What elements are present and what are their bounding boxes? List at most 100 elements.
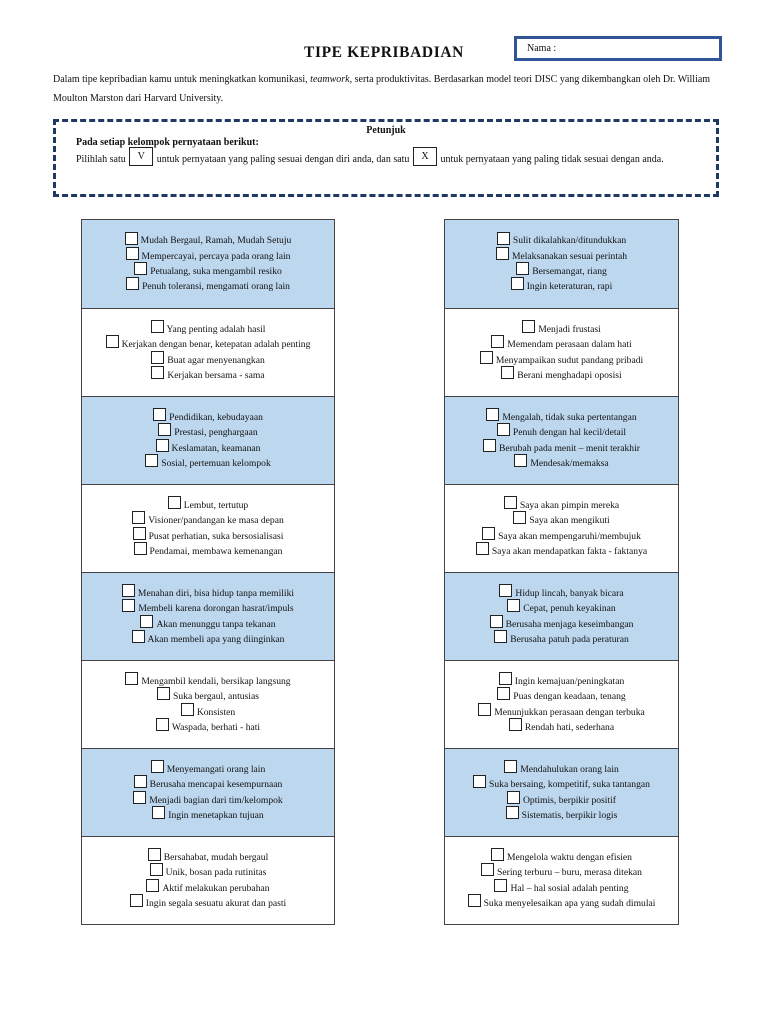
statement-checkbox[interactable] bbox=[505, 805, 519, 819]
statement-checkbox[interactable] bbox=[479, 350, 493, 364]
statement-checkbox[interactable] bbox=[146, 878, 160, 892]
statement-checkbox[interactable] bbox=[498, 672, 512, 686]
statement-checkbox[interactable] bbox=[497, 687, 511, 701]
statement-checkbox[interactable] bbox=[153, 408, 167, 422]
statement-checkbox[interactable] bbox=[150, 760, 164, 774]
statement-checkbox[interactable] bbox=[132, 511, 146, 525]
statement-checkbox[interactable] bbox=[499, 584, 513, 598]
statement-text: Menyemangati orang lain bbox=[166, 763, 266, 775]
statement-checkbox[interactable] bbox=[129, 893, 143, 907]
statement-checkbox[interactable] bbox=[133, 790, 147, 804]
statement-checkbox[interactable] bbox=[125, 246, 139, 260]
statement-item: Aktif melakukan perubahan bbox=[146, 878, 270, 896]
statement-item: Sering terburu – buru, merasa ditekan bbox=[481, 863, 642, 880]
statement-item: Membeli karena dorongan hasrat/impuls bbox=[122, 599, 294, 616]
statement-checkbox[interactable] bbox=[514, 453, 528, 467]
statement-text: Sulit dikalahkan/ditundukkan bbox=[512, 235, 627, 247]
statement-item: Visioner/pandangan ke masa depan bbox=[132, 511, 284, 528]
statement-checkbox[interactable] bbox=[504, 760, 518, 774]
statement-checkbox[interactable] bbox=[124, 231, 138, 245]
statement-checkbox[interactable] bbox=[510, 277, 524, 291]
statement-checkbox[interactable] bbox=[150, 320, 164, 334]
statement-checkbox[interactable] bbox=[496, 231, 510, 245]
statement-checkbox[interactable] bbox=[489, 614, 503, 628]
statement-item: Pendidikan, kebudayaan bbox=[153, 408, 263, 425]
statement-text: Sering terburu – buru, merasa ditekan bbox=[497, 867, 642, 879]
statement-text: Menunjukkan perasaan dengan terbuka bbox=[494, 706, 645, 718]
statement-text: Keslamatan, keamanan bbox=[171, 442, 261, 454]
statement-checkbox[interactable] bbox=[145, 453, 159, 467]
statement-checkbox[interactable] bbox=[516, 262, 530, 276]
statement-checkbox[interactable] bbox=[473, 775, 487, 789]
statement-checkbox[interactable] bbox=[475, 541, 489, 555]
statement-checkbox[interactable] bbox=[494, 629, 508, 643]
statement-checkbox[interactable] bbox=[478, 702, 492, 716]
statement-checkbox[interactable] bbox=[522, 320, 536, 334]
statement-checkbox[interactable] bbox=[491, 335, 505, 349]
statement-item: Sulit dikalahkan/ditundukkan bbox=[496, 231, 627, 248]
statement-text: Melaksanakan sesuai perintah bbox=[511, 250, 628, 262]
statement-checkbox[interactable] bbox=[121, 584, 135, 598]
statement-text: Yang penting adalah hasil bbox=[166, 323, 266, 335]
statement-checkbox[interactable] bbox=[180, 702, 194, 716]
statement-checkbox[interactable] bbox=[140, 614, 154, 628]
intro-text-end: , serta produktivitas. Berdasarkan model… bbox=[53, 74, 711, 104]
statement-checkbox[interactable] bbox=[133, 541, 147, 555]
statement-item: Akan menunggu tanpa tekanan bbox=[140, 614, 276, 632]
statement-text: Saya akan pimpin mereka bbox=[519, 499, 620, 511]
statement-checkbox[interactable] bbox=[152, 805, 166, 819]
statement-text: Hal – hal sosial adalah penting bbox=[510, 882, 629, 894]
statement-text: Ingin menetapkan tujuan bbox=[168, 809, 264, 821]
statement-checkbox[interactable] bbox=[482, 526, 496, 540]
statement-text: Menjadi frustasi bbox=[538, 323, 601, 335]
statement-checkbox[interactable] bbox=[151, 365, 165, 379]
statement-checkbox[interactable] bbox=[126, 277, 140, 291]
statement-item: Penuh toleransi, mengamati orang lain bbox=[126, 277, 290, 294]
statement-item: Menjadi bagian dari tim/kelompok bbox=[133, 790, 283, 808]
statement-checkbox[interactable] bbox=[494, 878, 508, 892]
statement-checkbox[interactable] bbox=[122, 599, 136, 613]
statement-checkbox[interactable] bbox=[132, 526, 146, 540]
statement-checkbox[interactable] bbox=[133, 775, 147, 789]
statement-checkbox[interactable] bbox=[501, 365, 515, 379]
statement-checkbox[interactable] bbox=[467, 893, 481, 907]
statement-item: Menahan diri, bisa hidup tanpa memiliki bbox=[121, 584, 294, 601]
statement-checkbox[interactable] bbox=[158, 423, 172, 437]
statement-checkbox[interactable] bbox=[491, 848, 505, 862]
instructions-heading: Petunjuk bbox=[366, 125, 406, 136]
statement-text: Akan menunggu tanpa tekanan bbox=[156, 618, 276, 630]
statement-checkbox[interactable] bbox=[149, 863, 163, 877]
statement-checkbox[interactable] bbox=[157, 687, 171, 701]
statement-checkbox[interactable] bbox=[503, 496, 517, 510]
instructions-text-1: Pilihlah satu bbox=[76, 153, 126, 165]
statement-checkbox[interactable] bbox=[125, 672, 139, 686]
statement-checkbox[interactable] bbox=[105, 335, 119, 349]
statement-checkbox[interactable] bbox=[483, 438, 497, 452]
statement-item: Ingin keteraturan, rapi bbox=[510, 277, 612, 294]
statement-checkbox[interactable] bbox=[495, 246, 509, 260]
statement-text: Berubah pada menit – menit terakhir bbox=[499, 442, 640, 454]
statement-checkbox[interactable] bbox=[147, 848, 161, 862]
statement-checkbox[interactable] bbox=[131, 629, 145, 643]
statement-checkbox[interactable] bbox=[155, 717, 169, 731]
statement-checkbox[interactable] bbox=[134, 262, 148, 276]
name-label: Nama : bbox=[527, 43, 557, 54]
statement-checkbox[interactable] bbox=[506, 790, 520, 804]
statement-checkbox[interactable] bbox=[513, 511, 527, 525]
name-field[interactable]: Nama : bbox=[514, 36, 722, 61]
statement-text: Pusat perhatian, suka bersosialisasi bbox=[148, 530, 284, 542]
statement-item: Lembut, tertutup bbox=[167, 496, 248, 513]
statement-checkbox[interactable] bbox=[481, 863, 495, 877]
statement-checkbox[interactable] bbox=[507, 599, 521, 613]
statement-item: Saya akan mendapatkan fakta - faktanya bbox=[475, 541, 647, 559]
statement-checkbox[interactable] bbox=[496, 423, 510, 437]
statement-item: Berusaha mencapai kesempurnaan bbox=[133, 775, 282, 792]
statement-checkbox[interactable] bbox=[486, 408, 500, 422]
statement-item: Bersemangat, riang bbox=[516, 262, 607, 279]
statement-checkbox[interactable] bbox=[155, 438, 169, 452]
statement-text: Prestasi, penghargaan bbox=[174, 427, 258, 439]
statement-checkbox[interactable] bbox=[508, 717, 522, 731]
statement-checkbox[interactable] bbox=[167, 496, 181, 510]
statement-checkbox[interactable] bbox=[151, 350, 165, 364]
